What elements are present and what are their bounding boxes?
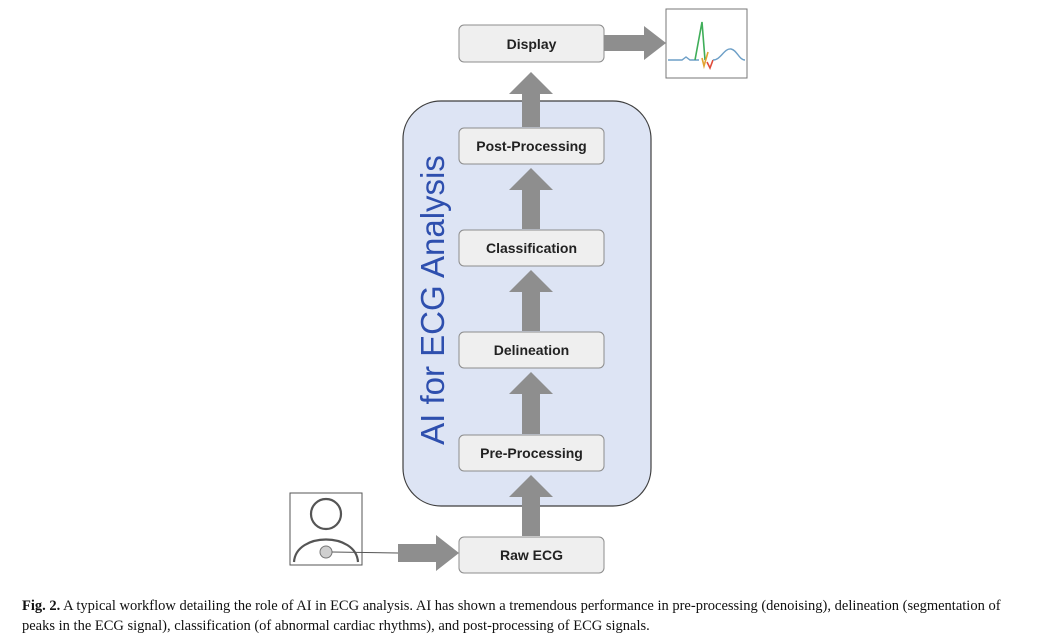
- arrow-postprocessing-to-display: [509, 72, 553, 127]
- step-pre-processing-label: Pre-Processing: [480, 445, 583, 461]
- step-post-processing-label: Post-Processing: [476, 138, 586, 154]
- step-classification: Classification: [458, 229, 605, 267]
- step-pre-processing: Pre-Processing: [458, 434, 605, 472]
- step-raw-ecg: Raw ECG: [458, 536, 605, 574]
- step-delineation-label: Delineation: [494, 342, 569, 358]
- step-display-label: Display: [507, 36, 557, 52]
- arrow-classification-to-postprocessing: [509, 168, 553, 229]
- ecg-waveform-icon: [665, 8, 748, 79]
- caption-label: Fig. 2.: [22, 598, 61, 614]
- step-raw-ecg-label: Raw ECG: [500, 547, 563, 563]
- figure-caption: Fig. 2. A typical workflow detailing the…: [22, 596, 1022, 636]
- arrow-delineation-to-classification: [509, 270, 553, 331]
- step-display: Display: [458, 24, 605, 63]
- step-classification-label: Classification: [486, 240, 577, 256]
- arrow-preprocessing-to-delineation: [509, 372, 553, 434]
- step-delineation: Delineation: [458, 331, 605, 369]
- person-icon: [289, 492, 399, 566]
- caption-text: A typical workflow detailing the role of…: [22, 598, 1001, 634]
- step-post-processing: Post-Processing: [458, 127, 605, 165]
- arrow-raw-to-preprocessing: [509, 475, 553, 536]
- arrow-person-to-raw-ecg: [398, 535, 459, 571]
- arrow-display-to-waveform: [604, 26, 666, 60]
- ecg-workflow-diagram: AI for ECG Analysis Display Post-Process…: [289, 8, 748, 574]
- group-label: AI for ECG Analysis: [414, 155, 451, 445]
